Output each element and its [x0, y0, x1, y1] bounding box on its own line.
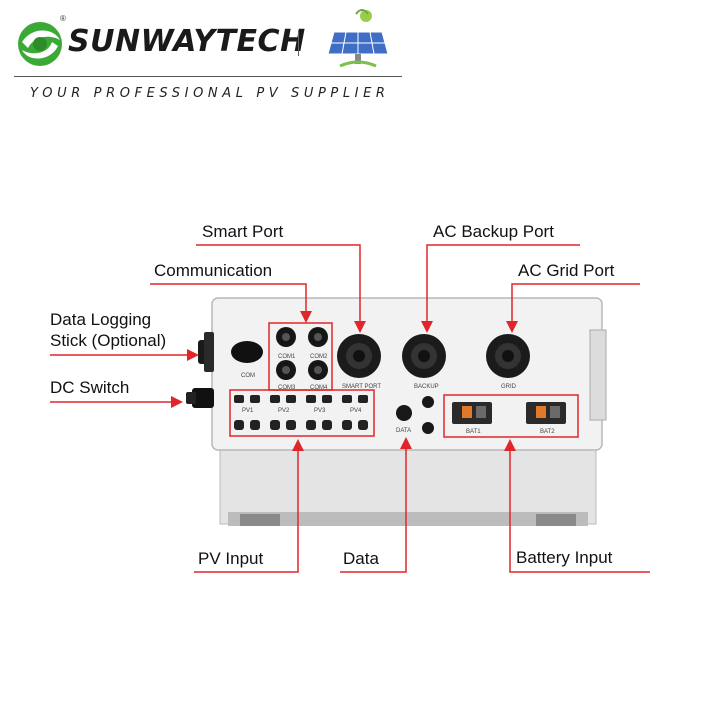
ac-backup-port-callout: AC Backup Port	[433, 222, 554, 241]
smart-port-callout: Smart Port	[202, 222, 284, 241]
battery-connectors	[452, 402, 566, 424]
bat1-text: BAT1	[466, 429, 481, 435]
pv4-text: PV4	[350, 408, 362, 414]
com3-text: COM3	[278, 385, 296, 391]
data-logging-callout-line2: Stick (Optional)	[50, 331, 167, 350]
sunwaytech-logo-icon	[18, 22, 62, 66]
com1-text: COM1	[278, 354, 296, 360]
pv3-text: PV3	[314, 408, 326, 414]
brand-name: SUNWAYTECH	[68, 24, 306, 59]
backup-text: BACKUP	[414, 384, 439, 390]
solar-panel-icon	[327, 9, 389, 68]
header-divider	[298, 30, 299, 56]
data-port	[396, 396, 434, 434]
com4-text: COM4	[310, 385, 328, 391]
data-text: DATA	[396, 428, 411, 434]
battery-input-callout: Battery Input	[516, 548, 613, 567]
ac-grid-port-callout: AC Grid Port	[518, 261, 615, 280]
data-callout: Data	[343, 549, 379, 568]
data-logging-stick	[198, 332, 214, 372]
com-glands	[276, 327, 328, 380]
com-port	[231, 341, 263, 363]
brand-header: ® SUNWAYTECH YOUR PROFESSIONAL PV SUPPLI…	[0, 0, 720, 110]
com-text: COM	[241, 373, 255, 379]
data-logging-callout-line1: Data Logging	[50, 310, 152, 329]
pv1-text: PV1	[242, 408, 254, 414]
smart-port-text: SMART PORT	[342, 384, 381, 390]
bat2-text: BAT2	[540, 429, 555, 435]
com2-text: COM2	[310, 354, 328, 360]
tagline: YOUR PROFESSIONAL PV SUPPLIER	[30, 86, 390, 101]
grid-gland	[486, 334, 530, 378]
dc-switch-callout: DC Switch	[50, 378, 130, 397]
pv-connectors	[234, 395, 368, 430]
header-rule	[14, 76, 402, 77]
backup-gland	[402, 334, 446, 378]
pv-input-callout: PV Input	[198, 549, 264, 568]
pv2-text: PV2	[278, 408, 290, 414]
grid-text: GRID	[501, 384, 517, 390]
callout-lines	[50, 244, 650, 573]
dc-switch	[186, 388, 214, 408]
communication-callout: Communication	[154, 261, 273, 280]
highlight-boxes	[229, 322, 579, 438]
registered-mark: ®	[60, 14, 66, 23]
smart-port-gland	[337, 334, 381, 378]
